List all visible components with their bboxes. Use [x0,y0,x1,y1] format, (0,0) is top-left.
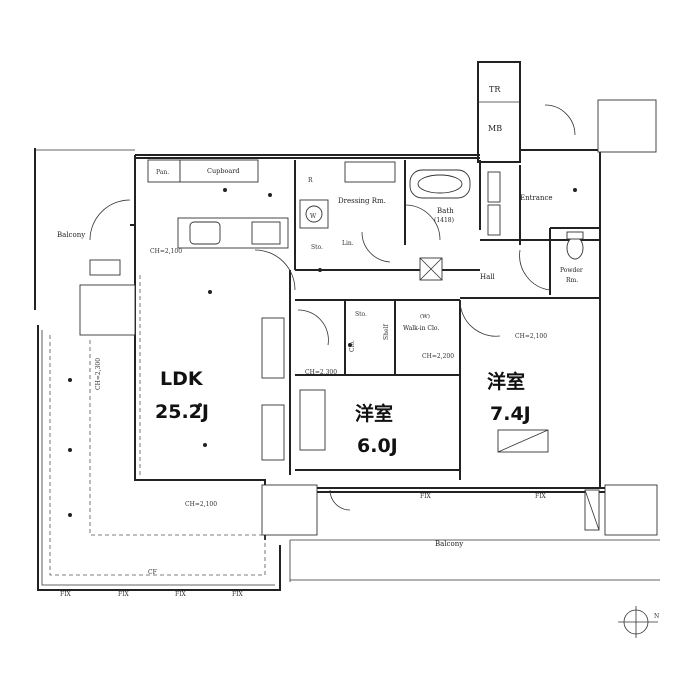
fix-label-4: FIX [232,591,244,598]
hall-label: Hall [480,273,496,281]
western-a-name: 洋室 [355,402,393,425]
ch-wic-label: CH=2,200 [422,353,454,360]
ch-hall-label: CH=2,300 [305,369,337,376]
balcony-bottom-label: Balcony [435,540,463,548]
outer-walls [34,61,660,591]
dressing-label: Dressing Rm. [338,197,386,205]
bath-label: Bath [437,207,454,215]
north-label: N [654,613,659,620]
wic-code-label: (W) [420,313,430,320]
ceiling-lights [68,188,577,517]
fixtures [89,159,600,531]
interior-walls [130,160,600,480]
western-b-size: 7.4J [490,403,531,425]
powder-rm-label: Rm. [566,277,578,284]
ldk-size: 25.2J [155,401,209,423]
tr-label: TR [489,85,501,94]
ch-bedroom-label: CH=2,100 [515,333,547,340]
clo-label: Clo. [349,340,356,352]
fix-label-3: FIX [175,591,187,598]
fix-label-5: FIX [420,493,432,500]
wic-label: Walk-in Clo. [403,325,439,332]
cf-label: CF [148,569,157,576]
w-label: W [310,213,317,220]
fix-label-2: FIX [118,591,130,598]
north-compass: N [618,606,659,638]
ceiling-outline [49,335,266,576]
ch-ldk-label: CH=2,100 [150,248,182,255]
entrance-label: Entrance [520,194,553,202]
fix-label-1: FIX [60,591,72,598]
sto-label-2: Sto. [355,311,367,318]
sto-label: Sto. [311,244,323,251]
ldk-name: LDK [160,368,204,390]
door-swings [89,104,576,511]
fix-label-6: FIX [535,493,547,500]
western-a-size: 6.0J [357,435,398,457]
balcony-left-label: Balcony [57,231,85,239]
mb-label: MB [488,124,502,133]
cupboard-label: Cupboard [207,167,240,175]
lin-label: Lin. [342,240,354,247]
powder-label: Powder [560,267,583,274]
western-b-name: 洋室 [487,370,525,393]
bath-size-label: (1418) [434,217,454,224]
r-label: R [308,177,313,184]
pan-label: Pan. [156,169,169,176]
ch-ldk-side-label: CH=2,300 [95,358,102,390]
ch-ldk-bottom-label: CH=2,100 [185,501,217,508]
shelf-label: Shelf [383,324,390,340]
